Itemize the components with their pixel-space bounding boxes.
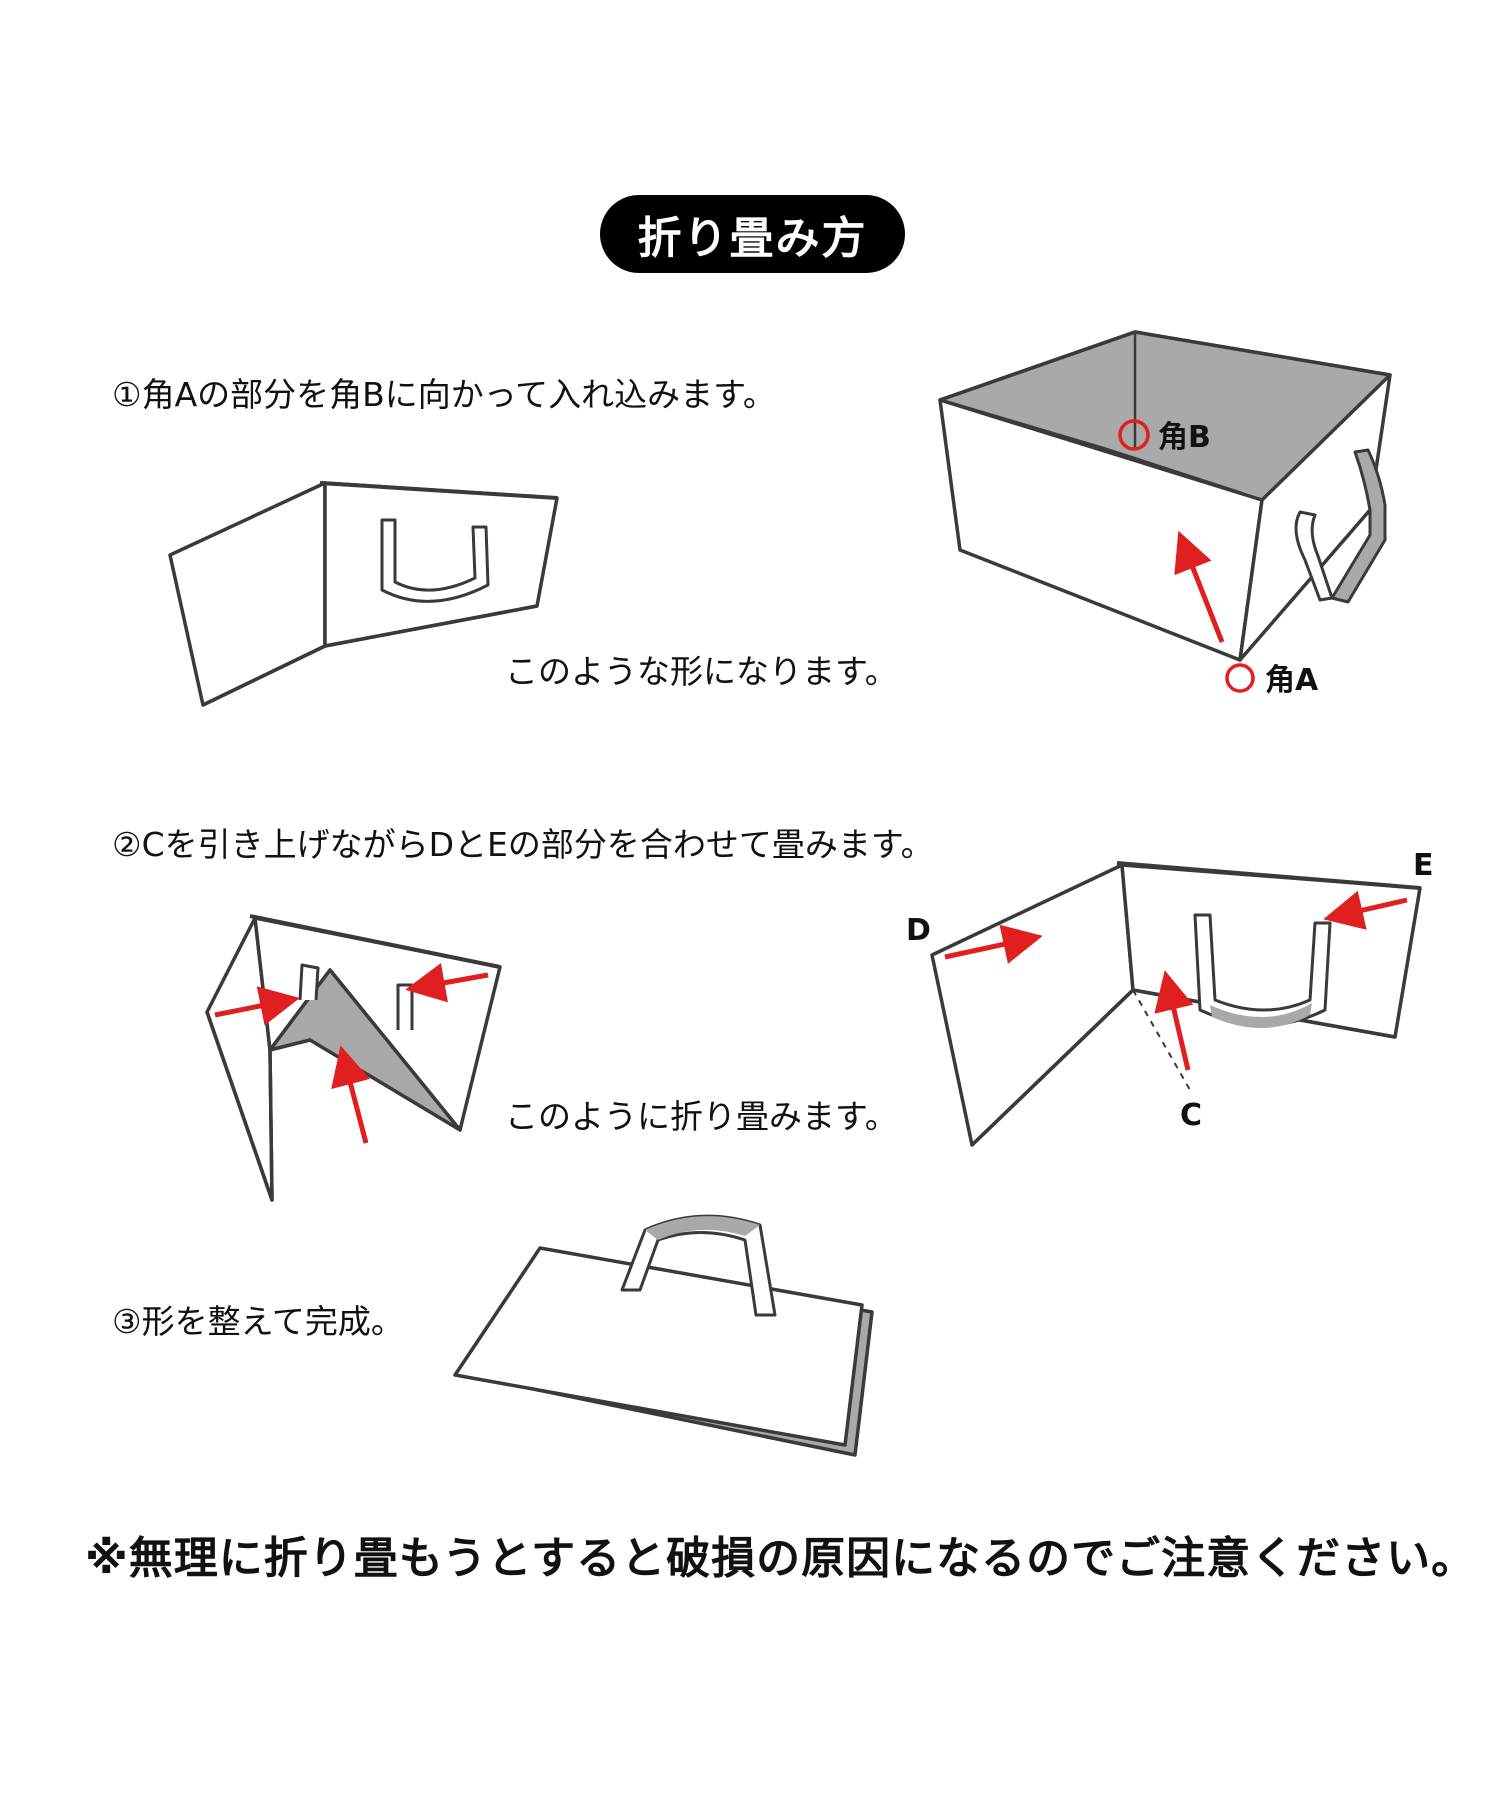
label-c: C bbox=[1180, 1098, 1202, 1133]
corner-a-label: 角A bbox=[1265, 663, 1319, 698]
arrow-c bbox=[1154, 970, 1194, 1071]
arrow-a-to-b bbox=[1174, 530, 1225, 643]
step-1-text: ①角Aの部分を角Bに向かって入れ込みます。 bbox=[112, 375, 776, 414]
caution-note: ※無理に折り畳もうとすると破損の原因になるのでご注意ください。 bbox=[85, 1533, 1477, 1584]
open-box-figure bbox=[938, 330, 1392, 662]
arrow-d bbox=[944, 924, 1043, 964]
arrow-fold-left bbox=[214, 986, 300, 1026]
step2-instruction-figure bbox=[930, 861, 1422, 1147]
corner-a-marker bbox=[1225, 663, 1255, 693]
arrow-fold-up bbox=[331, 1045, 370, 1144]
step-2-text: ②Cを引き上げながらDとEの部分を合わせて畳みます。 bbox=[112, 825, 934, 864]
step1-result-figure bbox=[168, 481, 559, 707]
corner-b-marker bbox=[1118, 419, 1150, 451]
label-e: E bbox=[1413, 848, 1434, 883]
bag-handle-icon bbox=[380, 518, 490, 603]
page-title: 折り畳み方 bbox=[600, 195, 905, 273]
step2-folded-figure bbox=[205, 914, 502, 1202]
step-2-caption: このように折り畳みます。 bbox=[505, 1097, 898, 1136]
step-3-text: ③形を整えて完成。 bbox=[112, 1302, 404, 1341]
arrow-fold-right bbox=[405, 963, 489, 1003]
label-d: D bbox=[906, 913, 931, 948]
corner-b-label: 角B bbox=[1158, 420, 1211, 455]
arrow-e bbox=[1323, 890, 1408, 930]
completed-bag-figure bbox=[453, 1214, 874, 1457]
step-1-caption: このような形になります。 bbox=[505, 652, 898, 691]
